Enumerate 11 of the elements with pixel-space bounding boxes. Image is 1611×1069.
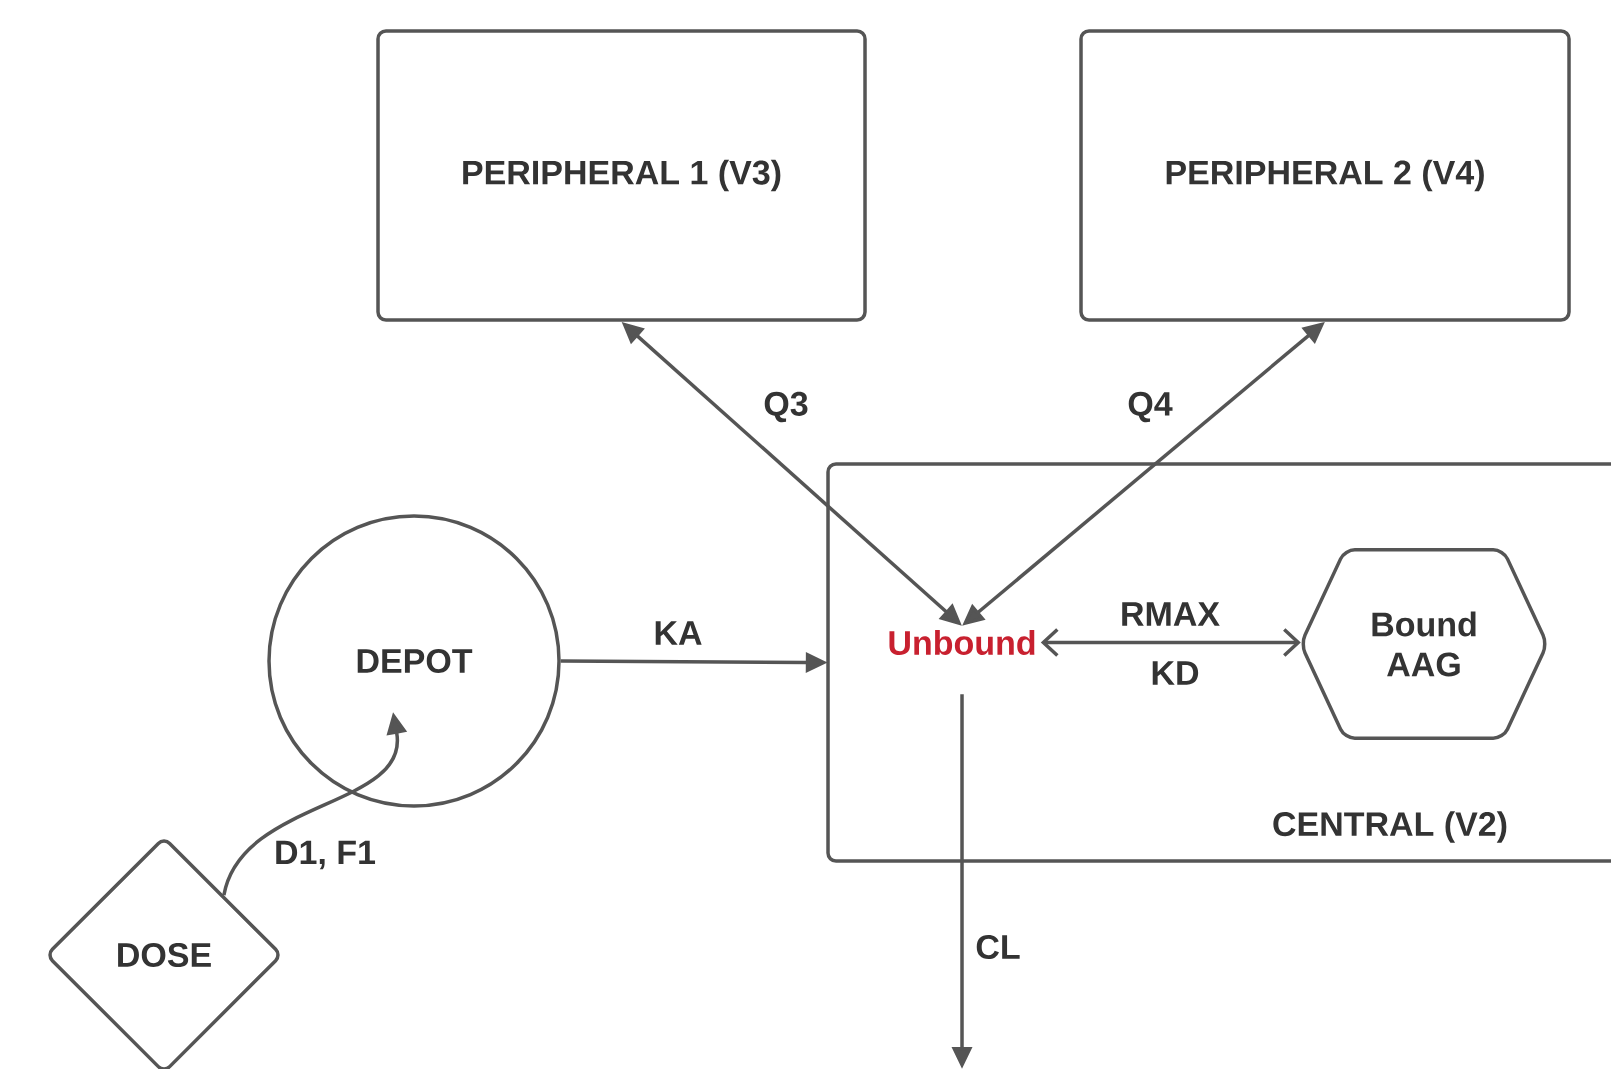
edge-label: Q4 (1125, 389, 1175, 425)
hexagon: Bound AAG (1301, 548, 1547, 740)
arrow (1040, 628, 1301, 657)
compartment-box: PERIPHERAL 2 (V4) (1079, 29, 1571, 322)
rate-label: KD (1148, 659, 1202, 687)
edge-label: KA (651, 619, 705, 647)
edge-label: RMAX (1117, 600, 1223, 628)
compartment-label: Unbound (889, 630, 1035, 655)
compartment-box: PERIPHERAL 1 (V3) (376, 29, 867, 322)
edge-label: CL (973, 933, 1023, 962)
edge-label: Q3 (761, 389, 811, 425)
